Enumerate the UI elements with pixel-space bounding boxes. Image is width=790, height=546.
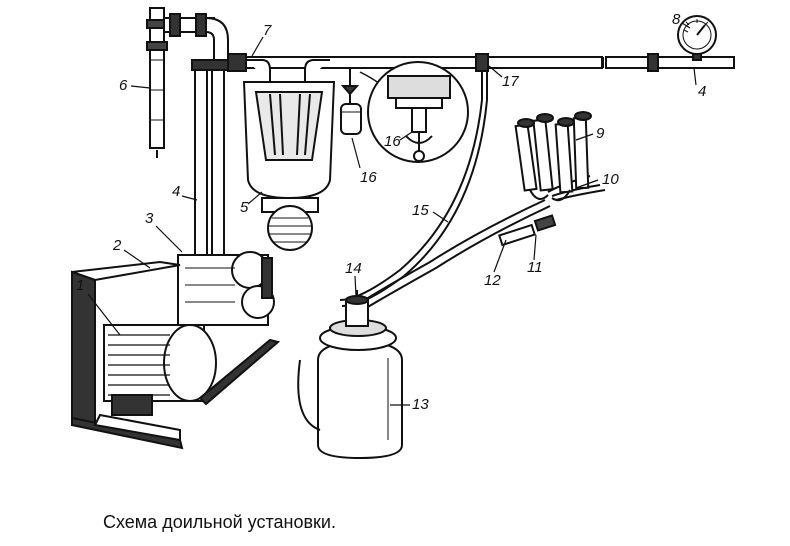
label-16-inset: 16 — [384, 133, 401, 150]
vacuum-gauge-icon — [677, 15, 717, 61]
diagram-caption: Схема доильной установки. — [103, 512, 336, 532]
label-1: 1 — [76, 277, 84, 294]
label-14: 14 — [345, 260, 362, 277]
milk-hoses-icon — [351, 175, 606, 315]
leader-lines — [87, 22, 697, 406]
milk-can-icon — [297, 319, 403, 460]
label-6: 6 — [119, 77, 128, 94]
label-2: 2 — [112, 237, 122, 254]
vacuum-balloon-icon — [242, 81, 336, 251]
label-17: 17 — [502, 73, 519, 90]
label-4-pump: 4 — [172, 183, 180, 200]
label-3: 3 — [145, 210, 154, 227]
label-7: 7 — [263, 22, 272, 39]
pipe-connector-icon — [227, 53, 330, 82]
label-15: 15 — [412, 202, 429, 219]
label-10: 10 — [602, 171, 619, 188]
exhaust-pipe-icon — [146, 7, 229, 158]
label-12: 12 — [484, 272, 501, 289]
label-16-regulator: 16 — [360, 169, 377, 186]
pulsator-icon — [345, 290, 369, 327]
collector-icon — [498, 214, 557, 247]
label-13: 13 — [412, 396, 429, 413]
vacuum-regulator-icon — [340, 61, 469, 163]
label-9: 9 — [596, 125, 605, 142]
frame-icon — [71, 260, 281, 450]
teat-cups-icon — [514, 111, 592, 202]
label-4-pipeline: 4 — [698, 83, 706, 100]
label-5: 5 — [240, 199, 249, 216]
label-8: 8 — [672, 11, 681, 28]
electric-motor-icon — [103, 324, 217, 416]
label-11: 11 — [527, 259, 543, 276]
vacuum-pump-icon — [177, 251, 275, 326]
